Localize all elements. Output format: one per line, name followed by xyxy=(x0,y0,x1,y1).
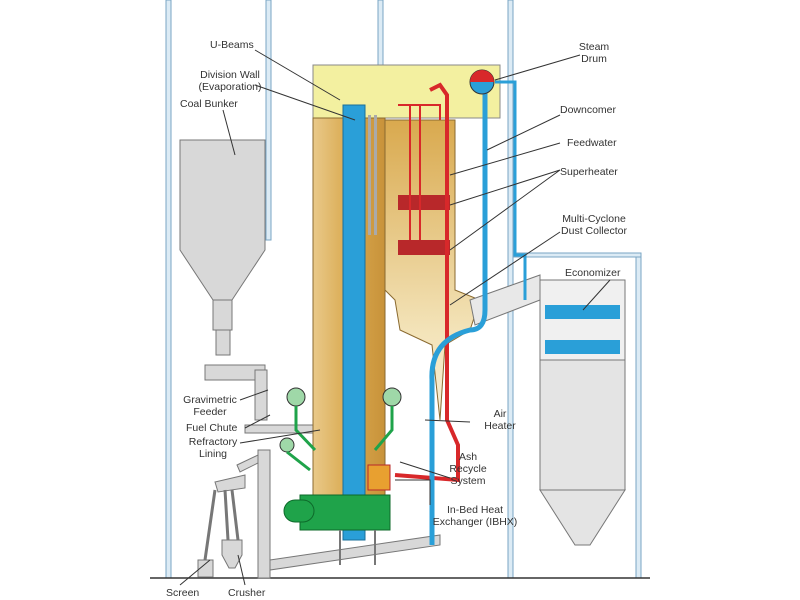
screen-crusher xyxy=(197,449,441,579)
steam-pipe xyxy=(394,82,460,483)
label-fuel-chute: Fuel Chute xyxy=(186,422,238,434)
label-coal-bunker: Coal Bunker xyxy=(180,98,238,110)
label-u-beams: U-Beams xyxy=(210,39,254,51)
label-feedwater: Feedwater xyxy=(567,137,617,149)
division-wall xyxy=(342,104,366,541)
fluidized-bed xyxy=(283,464,391,565)
label-screen: Screen xyxy=(166,587,199,599)
air-heater xyxy=(539,359,626,546)
superheater-coils xyxy=(398,104,450,255)
steam-drum xyxy=(469,69,495,95)
label-division-wall: Division Wall(Evaporation) xyxy=(198,69,261,93)
fuel-valves xyxy=(279,387,402,472)
feedwater-pipe xyxy=(495,80,527,300)
label-economizer: Economizer xyxy=(565,267,621,279)
coal-bunker xyxy=(179,139,316,434)
flue-duct xyxy=(469,274,541,326)
label-crusher: Crusher xyxy=(228,587,266,599)
penthouse xyxy=(312,64,501,119)
downcomer-pipe xyxy=(429,90,488,545)
economizer xyxy=(539,279,626,361)
leader-lines xyxy=(179,49,611,586)
label-downcomer: Downcomer xyxy=(560,104,617,116)
label-superheater: Superheater xyxy=(560,166,618,178)
